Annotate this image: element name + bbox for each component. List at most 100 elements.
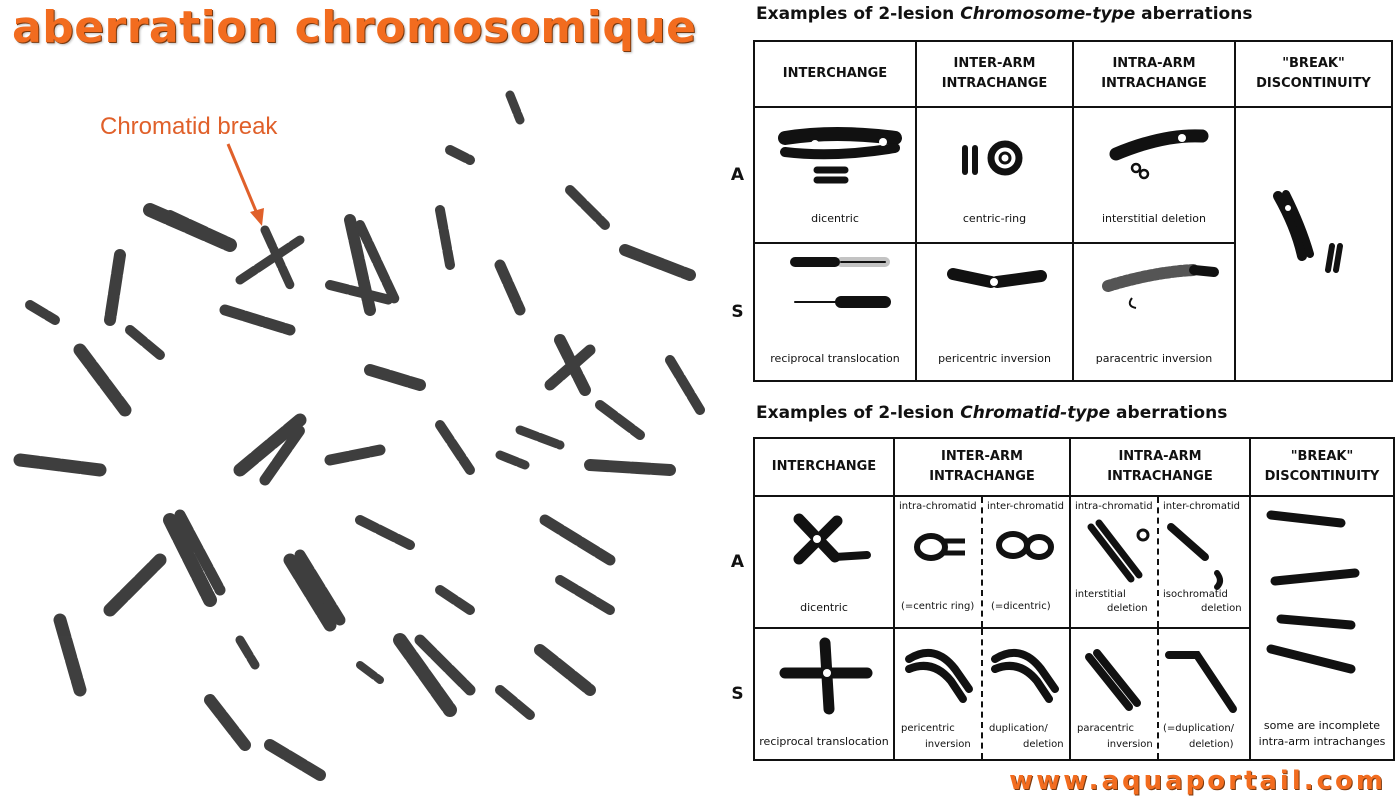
chromosome-8 — [435, 205, 455, 270]
caption-ct-dicentric-2: (=dicentric) — [991, 601, 1051, 612]
chromosome-20 — [665, 355, 705, 415]
row-label-a: A — [730, 165, 745, 185]
chromosome-44 — [414, 634, 476, 696]
caption-paracentric-inversion: paracentric inversion — [1095, 352, 1213, 365]
chromosome-28 — [584, 459, 676, 476]
cell-pericentric-inversion: pericentric inversion — [915, 242, 1074, 382]
caption-paracentric: paracentric — [1077, 723, 1135, 734]
caption-deletion-2: deletion — [1201, 603, 1242, 614]
break-sketch — [1273, 190, 1343, 273]
divider-dashed — [981, 497, 983, 627]
ct-interarm-a-sketch — [914, 531, 1054, 561]
divider-dashed — [981, 629, 983, 759]
page-title: aberration chromosomique — [12, 2, 697, 53]
header-break: "BREAK"DISCONTINUITY — [1249, 437, 1395, 497]
chromatid-type-title: Examples of 2-lesion Chromatid-type aber… — [756, 403, 1227, 423]
chromosome-2 — [165, 210, 233, 247]
chromosome-15 — [73, 343, 132, 417]
chromosome-37 — [539, 514, 616, 566]
caption-deletion-3: deletion — [1023, 739, 1064, 750]
chromosome-33 — [283, 553, 337, 632]
corner-blank — [722, 41, 754, 107]
chromosome-38 — [555, 575, 615, 615]
subheader-intra: intra-chromatid — [1075, 501, 1153, 512]
caption-dicentric: dicentric — [811, 212, 859, 225]
divider-dashed — [1157, 629, 1159, 759]
caption-inversion: inversion — [925, 739, 971, 750]
chromosome-32 — [174, 509, 226, 596]
chromosome-34 — [294, 549, 346, 626]
header-interchange: INTERCHANGE — [753, 40, 917, 108]
title-suffix: aberrations — [1110, 403, 1228, 423]
caption-interstitial-deletion: interstitial deletion — [1101, 212, 1207, 225]
caption-reciprocal-translocation: reciprocal translocation — [770, 352, 900, 365]
chromosome-22 — [233, 413, 307, 477]
chromosome-29 — [495, 450, 530, 470]
metaphase-spread-image — [13, 90, 705, 781]
chromosome-4 — [235, 235, 305, 285]
row-label-a: A — [730, 552, 745, 572]
chromatid-break-arrow — [226, 143, 264, 226]
cell-ct-interarm-s: pericentric inversion duplication/ delet… — [893, 627, 1071, 761]
cell-ct-dicentric: dicentric — [753, 495, 895, 629]
dicentric-sketch — [778, 127, 902, 184]
header-interchange: INTERCHANGE — [753, 437, 895, 497]
paracentric-inversion-sketch — [1102, 264, 1219, 309]
row-label-s: S — [731, 684, 744, 704]
chromosome-18 — [494, 259, 526, 316]
chromosome-40 — [235, 635, 260, 670]
row-label-s: S — [731, 302, 744, 322]
chromosome-41 — [204, 694, 251, 751]
cell-paracentric-inversion: paracentric inversion — [1072, 242, 1236, 382]
chromosome-26 — [435, 420, 475, 475]
title-prefix: Examples of 2-lesion — [756, 4, 961, 24]
chromosome-6 — [344, 214, 376, 316]
cell-centric-ring: centric-ring — [915, 106, 1074, 244]
chromosome-35 — [355, 515, 415, 550]
chromosome-0 — [104, 249, 126, 326]
chromosome-23 — [259, 424, 306, 486]
chromosome-46 — [495, 685, 535, 720]
cell-break-discontinuity — [1234, 106, 1393, 382]
caption-isochromatid: isochromatid — [1163, 589, 1228, 600]
chromosome-21 — [595, 400, 645, 440]
chromosome-25 — [324, 444, 386, 466]
cell-ct-interarm-a: intra-chromatid inter-chromatid (=centri… — [893, 495, 1071, 629]
chromosome-13 — [25, 300, 60, 325]
chromosome-7 — [355, 220, 400, 305]
chromosome-14 — [125, 325, 165, 360]
chromosome-31 — [163, 513, 217, 607]
watermark: www.aquaportail.com — [1009, 766, 1386, 796]
chromosome-42 — [264, 739, 326, 781]
chromosome-43 — [393, 633, 457, 717]
caption-intraarm-intrachanges: intra-arm intrachanges — [1258, 735, 1386, 748]
chromosome-47 — [356, 661, 384, 684]
caption-centric-ring: centric-ring — [962, 212, 1027, 225]
pericentric-inversion-sketch — [947, 268, 1047, 288]
subheader-intra: intra-chromatid — [899, 501, 977, 512]
chromosome-24 — [13, 453, 107, 477]
ct-break-sketch — [1266, 510, 1360, 674]
chromosome-30 — [103, 553, 167, 617]
corner-blank — [722, 438, 754, 496]
ct-reciprocal-sketch — [779, 637, 873, 715]
chromosome-17 — [364, 364, 426, 391]
chromosome-27 — [515, 425, 565, 450]
cell-interstitial-deletion: interstitial deletion — [1072, 106, 1236, 244]
caption-incomplete: some are incomplete — [1263, 719, 1381, 732]
chromosome-10 — [445, 145, 475, 165]
cell-ct-intraarm-s: paracentric inversion (=duplication/ del… — [1069, 627, 1251, 761]
caption-duplication: duplication/ — [989, 723, 1048, 734]
caption-centric-ring: (=centric ring) — [901, 601, 975, 612]
subheader-inter: inter-chromatid — [1163, 501, 1241, 512]
chromosome-48 — [544, 344, 596, 391]
chromosome-16 — [219, 304, 296, 336]
caption-pericentric-inversion: pericentric inversion — [938, 352, 1051, 365]
reciprocal-translocation-sketch — [790, 257, 891, 308]
centric-ring-sketch — [962, 140, 1023, 176]
caption-ct-reciprocal: reciprocal translocation — [759, 735, 889, 748]
